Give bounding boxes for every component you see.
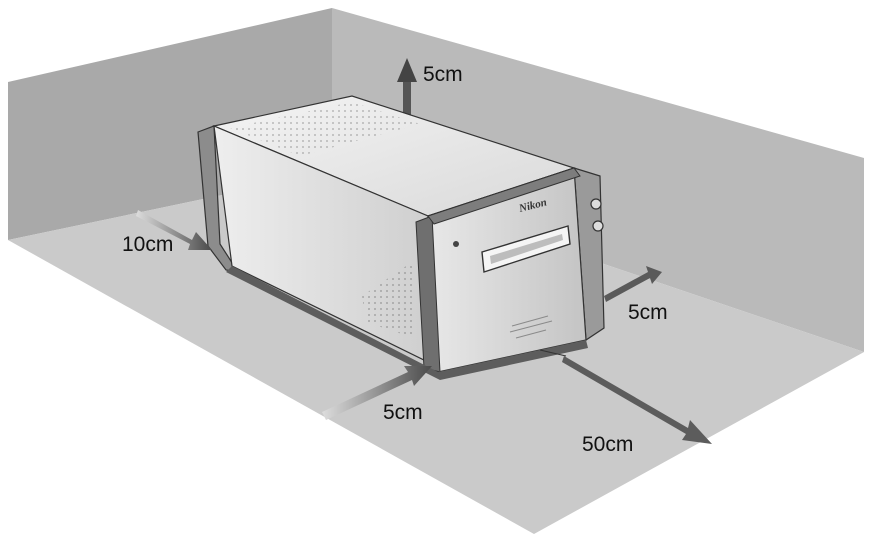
scanner-lip — [427, 167, 581, 225]
left-clearance-arrow — [136, 210, 212, 250]
status-led — [453, 241, 459, 247]
eject-button — [590, 198, 602, 210]
left-clearance-label: 10cm — [122, 233, 174, 256]
model-marking — [509, 315, 553, 339]
front-clearance-label: 5cm — [383, 401, 423, 424]
power-button — [592, 220, 604, 232]
back-clearance-label: 50cm — [582, 433, 634, 456]
front-clearance-arrow — [322, 366, 432, 420]
film-slot-inner — [490, 234, 563, 264]
scanner: Nikon — [197, 95, 605, 380]
top-clearance-label: 5cm — [423, 63, 463, 86]
back-clearance-arrow — [539, 349, 712, 444]
right-clearance-arrow — [604, 266, 662, 302]
scanner-base — [226, 266, 588, 380]
scanner-side-vent — [362, 262, 414, 338]
scanner-top-vent — [230, 102, 420, 156]
right-clearance-label: 5cm — [628, 301, 668, 324]
